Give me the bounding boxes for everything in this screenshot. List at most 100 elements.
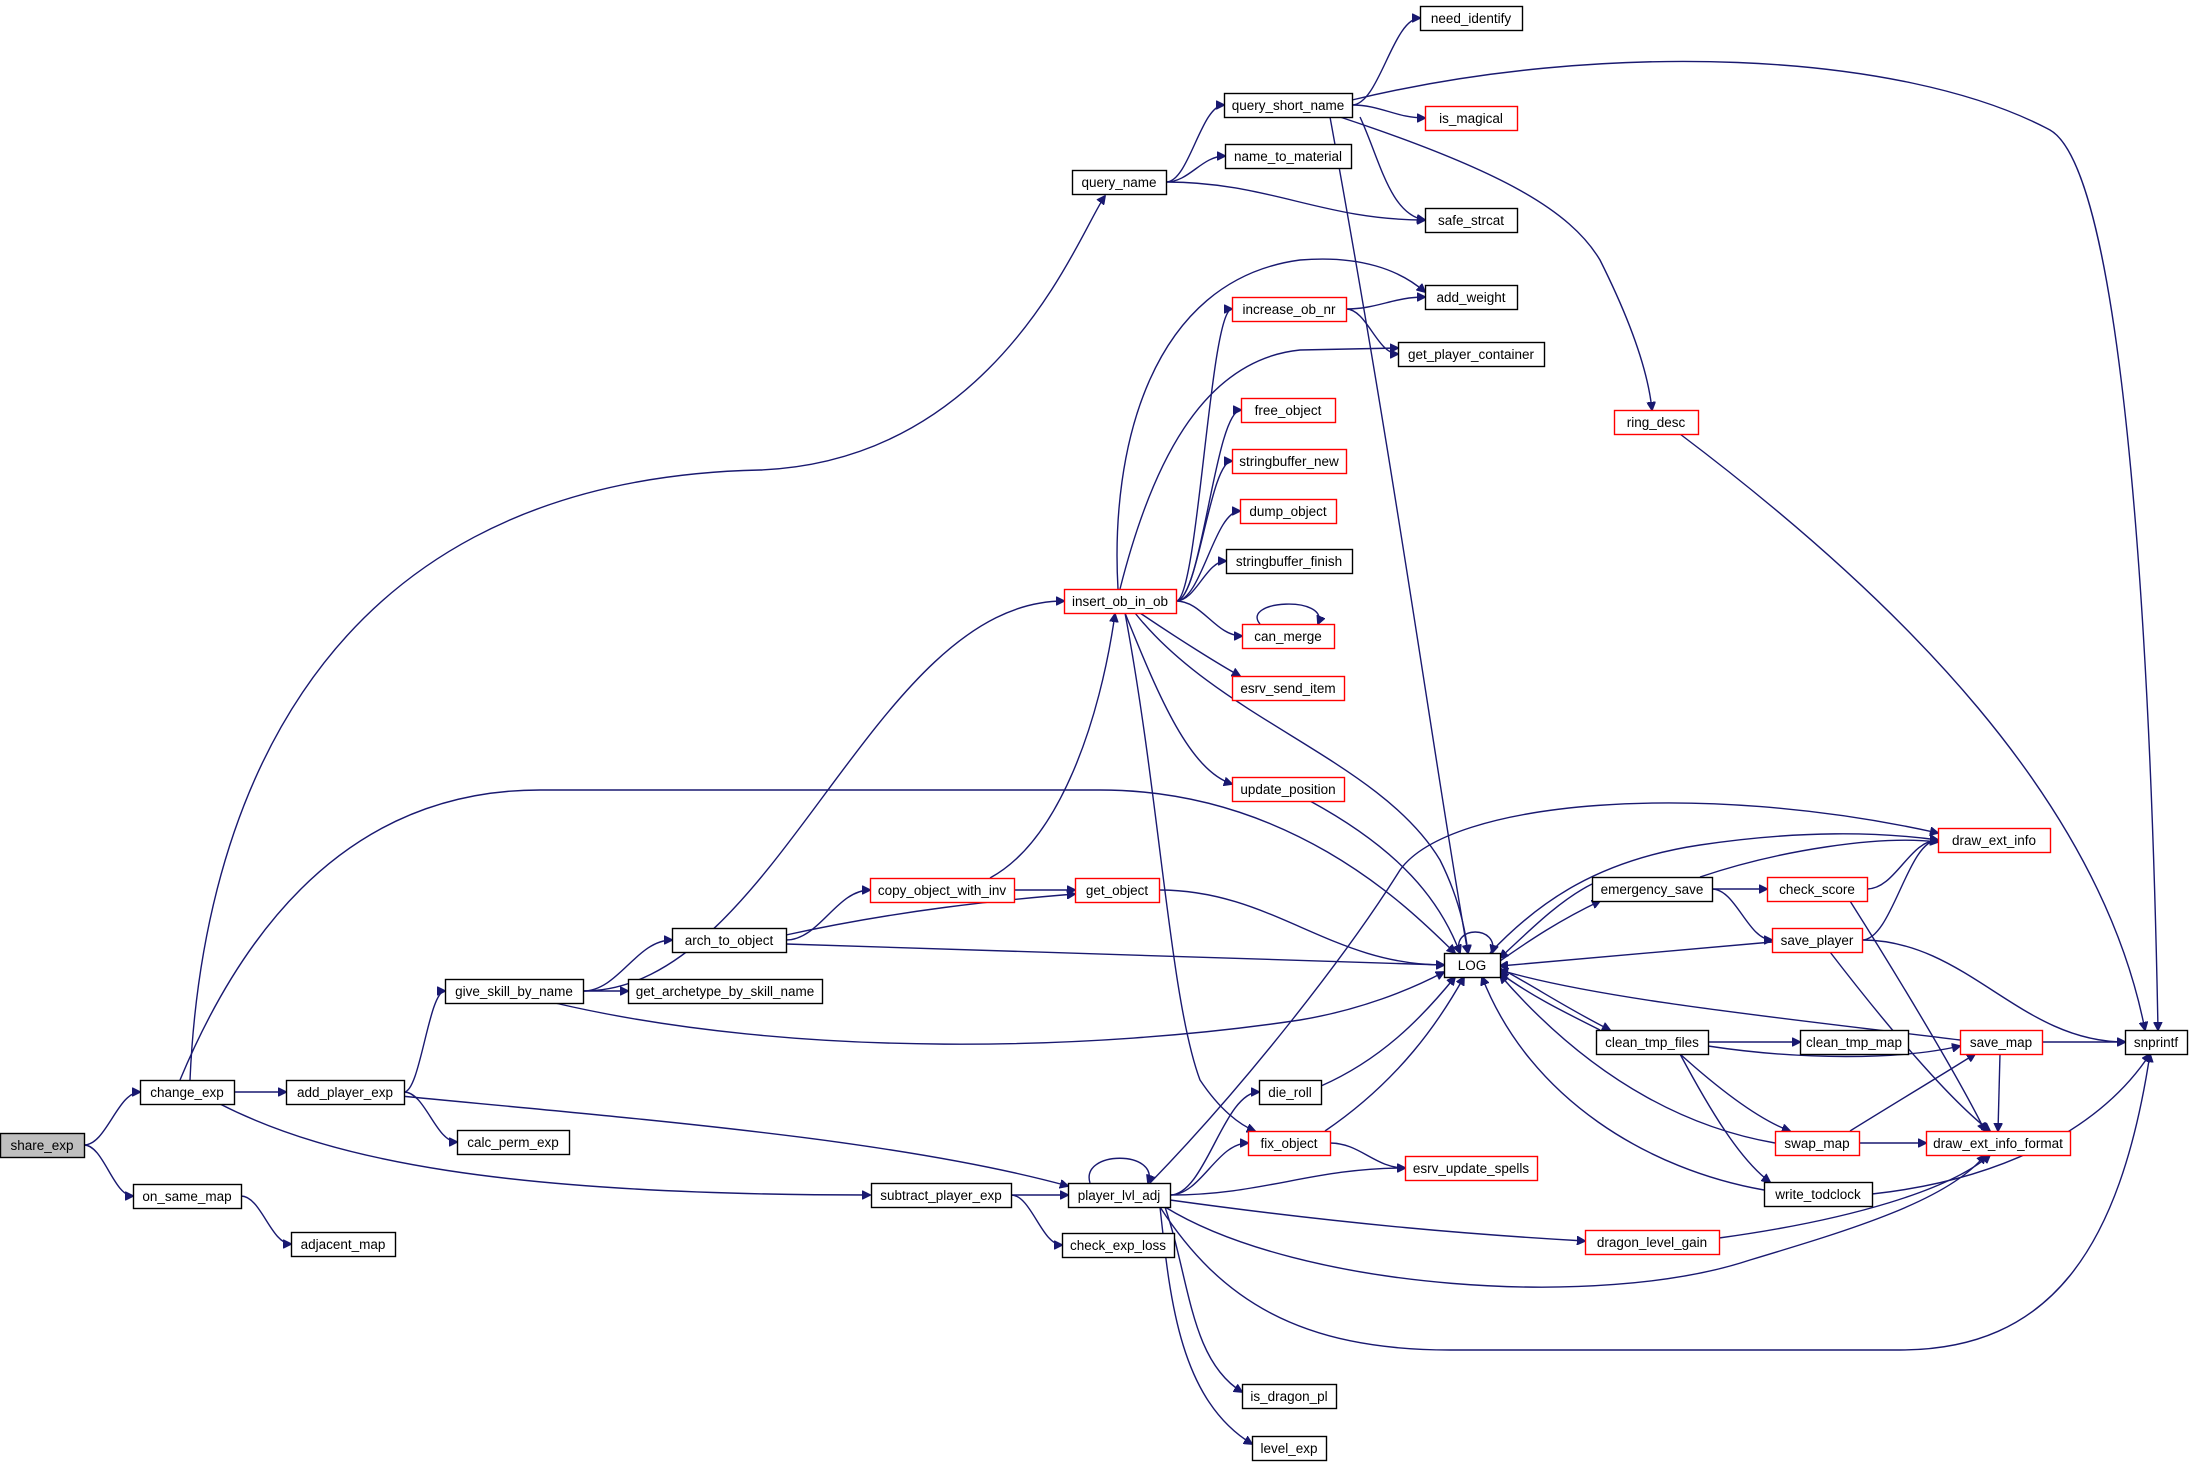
node-box[interactable]	[1241, 623, 1336, 650]
node-give_skill_by_name[interactable]: give_skill_by_name	[444, 978, 585, 1005]
node-box[interactable]	[1074, 877, 1161, 904]
node-snprintf[interactable]: snprintf	[2124, 1029, 2189, 1056]
node-update_position[interactable]: update_position	[1231, 776, 1346, 803]
node-calc_perm_exp[interactable]: calc_perm_exp	[456, 1129, 571, 1156]
node-box[interactable]	[1258, 1079, 1323, 1106]
node-box[interactable]	[1231, 776, 1346, 803]
node-box[interactable]	[456, 1129, 571, 1156]
node-add_player_exp[interactable]: add_player_exp	[285, 1079, 406, 1106]
node-get_object[interactable]: get_object	[1074, 877, 1161, 904]
node-box[interactable]	[1591, 876, 1714, 903]
node-box[interactable]	[1771, 927, 1864, 954]
node-clean_tmp_files[interactable]: clean_tmp_files	[1595, 1029, 1710, 1056]
node-box[interactable]	[1613, 409, 1700, 436]
node-esrv_update_spells[interactable]: esrv_update_spells	[1404, 1155, 1539, 1182]
node-box[interactable]	[869, 877, 1016, 904]
node-write_todclock[interactable]: write_todclock	[1763, 1181, 1874, 1208]
node-box[interactable]	[1774, 1130, 1861, 1157]
node-query_name[interactable]: query_name	[1071, 169, 1168, 196]
node-dragon_level_gain[interactable]: dragon_level_gain	[1584, 1229, 1721, 1256]
node-on_same_map[interactable]: on_same_map	[132, 1183, 243, 1210]
node-level_exp[interactable]: level_exp	[1251, 1435, 1328, 1462]
node-copy_object_with_inv[interactable]: copy_object_with_inv	[869, 877, 1016, 904]
node-ring_desc[interactable]: ring_desc	[1613, 409, 1700, 436]
node-box[interactable]	[1231, 448, 1348, 475]
node-query_short_name[interactable]: query_short_name	[1223, 92, 1354, 119]
node-box[interactable]	[1239, 498, 1338, 525]
node-box[interactable]	[1766, 876, 1869, 903]
node-box[interactable]	[1247, 1130, 1332, 1157]
node-box[interactable]	[1397, 341, 1546, 368]
node-LOG[interactable]: LOG	[1443, 952, 1502, 979]
node-box[interactable]	[1225, 548, 1354, 575]
node-save_player[interactable]: save_player	[1771, 927, 1864, 954]
node-box[interactable]	[1067, 1182, 1172, 1209]
node-draw_ext_info_format[interactable]: draw_ext_info_format	[1925, 1130, 2072, 1157]
node-insert_ob_in_ob[interactable]: insert_ob_in_ob	[1063, 588, 1178, 615]
node-box[interactable]	[1763, 1181, 1874, 1208]
node-check_exp_loss[interactable]: check_exp_loss	[1061, 1232, 1176, 1259]
node-box[interactable]	[1404, 1155, 1539, 1182]
node-stringbuffer_new[interactable]: stringbuffer_new	[1231, 448, 1348, 475]
node-box[interactable]	[1937, 827, 2052, 854]
node-dump_object[interactable]: dump_object	[1239, 498, 1338, 525]
node-add_weight[interactable]: add_weight	[1424, 284, 1519, 311]
node-box[interactable]	[1925, 1130, 2072, 1157]
node-box[interactable]	[627, 978, 824, 1005]
node-increase_ob_nr[interactable]: increase_ob_nr	[1231, 296, 1348, 323]
node-clean_tmp_map[interactable]: clean_tmp_map	[1799, 1029, 1910, 1056]
node-box[interactable]	[1424, 207, 1519, 234]
node-fix_object[interactable]: fix_object	[1247, 1130, 1332, 1157]
node-check_score[interactable]: check_score	[1766, 876, 1869, 903]
node-save_map[interactable]: save_map	[1959, 1029, 2044, 1056]
node-box[interactable]	[1419, 5, 1524, 32]
node-change_exp[interactable]: change_exp	[139, 1079, 236, 1106]
node-box[interactable]	[0, 1132, 86, 1159]
node-box[interactable]	[139, 1079, 236, 1106]
node-arch_to_object[interactable]: arch_to_object	[671, 927, 788, 954]
node-box[interactable]	[1424, 105, 1519, 132]
node-swap_map[interactable]: swap_map	[1774, 1130, 1861, 1157]
node-box[interactable]	[1240, 397, 1337, 424]
node-box[interactable]	[1061, 1232, 1176, 1259]
node-box[interactable]	[671, 927, 788, 954]
node-stringbuffer_finish[interactable]: stringbuffer_finish	[1225, 548, 1354, 575]
node-box[interactable]	[1595, 1029, 1710, 1056]
node-share_exp[interactable]: share_exp	[0, 1132, 86, 1159]
node-box[interactable]	[1241, 1383, 1338, 1410]
node-box[interactable]	[2124, 1029, 2189, 1056]
node-box[interactable]	[1231, 675, 1346, 702]
node-need_identify[interactable]: need_identify	[1419, 5, 1524, 32]
node-box[interactable]	[1231, 296, 1348, 323]
node-box[interactable]	[1063, 588, 1178, 615]
node-is_dragon_pl[interactable]: is_dragon_pl	[1241, 1383, 1338, 1410]
node-box[interactable]	[870, 1182, 1013, 1209]
node-esrv_send_item[interactable]: esrv_send_item	[1231, 675, 1346, 702]
node-free_object[interactable]: free_object	[1240, 397, 1337, 424]
node-box[interactable]	[1224, 143, 1353, 170]
node-subtract_player_exp[interactable]: subtract_player_exp	[870, 1182, 1013, 1209]
node-box[interactable]	[1424, 284, 1519, 311]
node-box[interactable]	[444, 978, 585, 1005]
node-box[interactable]	[1071, 169, 1168, 196]
node-box[interactable]	[132, 1183, 243, 1210]
node-get_player_container[interactable]: get_player_container	[1397, 341, 1546, 368]
node-box[interactable]	[290, 1231, 397, 1258]
node-name_to_material[interactable]: name_to_material	[1224, 143, 1353, 170]
node-box[interactable]	[285, 1079, 406, 1106]
node-get_archetype_by_skill_name[interactable]: get_archetype_by_skill_name	[627, 978, 824, 1005]
node-box[interactable]	[1251, 1435, 1328, 1462]
node-safe_strcat[interactable]: safe_strcat	[1424, 207, 1519, 234]
node-box[interactable]	[1443, 952, 1502, 979]
node-can_merge[interactable]: can_merge	[1241, 623, 1336, 650]
node-emergency_save[interactable]: emergency_save	[1591, 876, 1714, 903]
node-box[interactable]	[1584, 1229, 1721, 1256]
node-box[interactable]	[1223, 92, 1354, 119]
node-is_magical[interactable]: is_magical	[1424, 105, 1519, 132]
node-player_lvl_adj[interactable]: player_lvl_adj	[1067, 1182, 1172, 1209]
node-die_roll[interactable]: die_roll	[1258, 1079, 1323, 1106]
node-draw_ext_info[interactable]: draw_ext_info	[1937, 827, 2052, 854]
node-box[interactable]	[1959, 1029, 2044, 1056]
node-adjacent_map[interactable]: adjacent_map	[290, 1231, 397, 1258]
node-box[interactable]	[1799, 1029, 1910, 1056]
